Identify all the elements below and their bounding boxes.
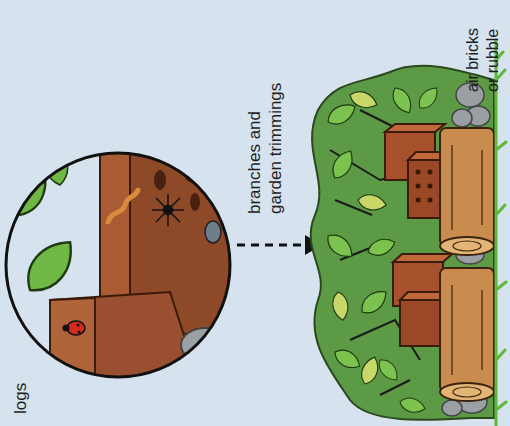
closeup-ground — [0, 140, 240, 400]
logs-drawing — [440, 128, 494, 401]
ladybird — [63, 321, 86, 335]
spider — [152, 194, 184, 226]
leaf — [18, 232, 83, 301]
material-label: air bricks or rubble — [463, 20, 503, 92]
closeup-circle — [6, 153, 230, 377]
pile-leaves — [323, 84, 442, 416]
hole — [154, 170, 166, 190]
leaf — [6, 156, 53, 220]
worm — [108, 190, 138, 222]
stone — [181, 328, 229, 362]
grass — [496, 40, 506, 426]
closeup-view — [0, 140, 240, 400]
wood-face — [100, 150, 130, 300]
garden-pile — [311, 66, 494, 420]
wood-block — [50, 292, 200, 385]
pile-label: branches and garden trimmings — [244, 64, 287, 214]
hole — [190, 193, 200, 211]
logs-label: logs — [10, 354, 31, 414]
dashed-arrow — [237, 244, 308, 247]
woodlouse — [205, 221, 221, 243]
